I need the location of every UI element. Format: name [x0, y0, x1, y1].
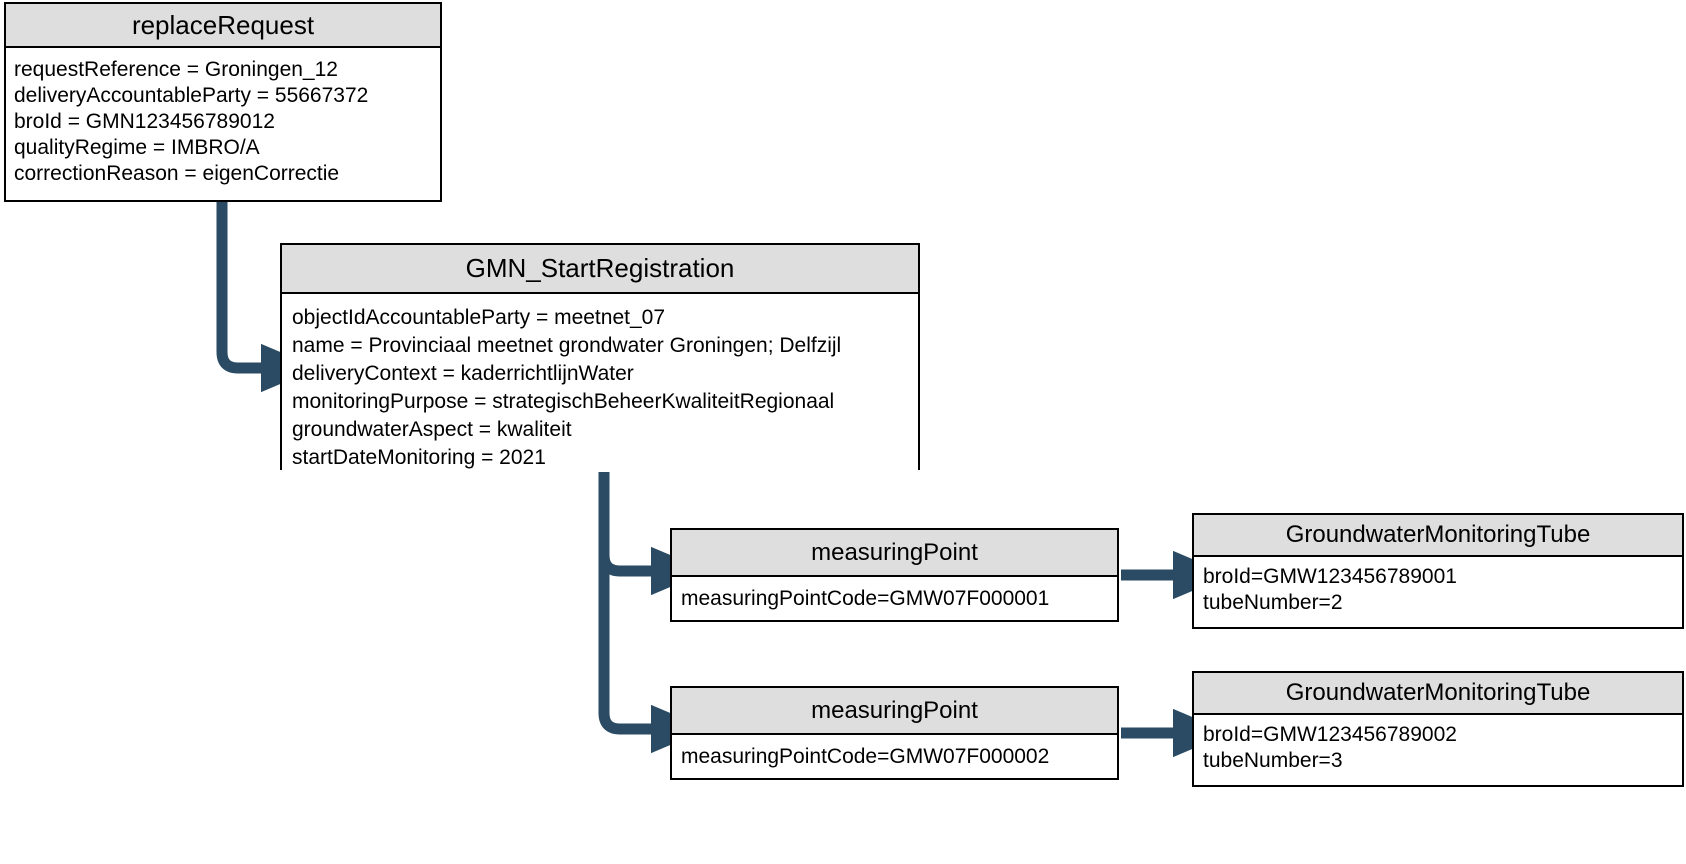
attribute-groundwater-aspect: groundwaterAspect = kwaliteit [292, 418, 572, 441]
attribute-delivery-context: deliveryContext = kaderrichtlijnWater [292, 362, 634, 385]
object-box-groundwater-monitoring-tube-1[interactable]: GroundwaterMonitoringTube broId=GMW12345… [1192, 513, 1684, 629]
attribute-monitoring-purpose: monitoringPurpose = strategischBeheerKwa… [292, 390, 835, 413]
attribute-start-date-monitoring: startDateMonitoring = 2021 [292, 446, 546, 469]
object-body-groundwater-monitoring-tube-1: broId=GMW123456789001 tubeNumber=2 [1194, 557, 1682, 616]
object-body-measuring-point-1: measuringPointCode=GMW07F000001 [672, 577, 1117, 613]
attribute-tube-1-tube-number: tubeNumber=2 [1203, 591, 1343, 614]
attribute-object-id-accountable-party: objectIdAccountableParty = meetnet_07 [292, 306, 665, 329]
attribute-delivery-accountable-party: deliveryAccountableParty = 55667372 [14, 84, 369, 107]
attribute-bro-id: broId = GMN123456789012 [14, 110, 275, 133]
object-box-groundwater-monitoring-tube-2[interactable]: GroundwaterMonitoringTube broId=GMW12345… [1192, 671, 1684, 787]
object-header-gmn-start-registration: GMN_StartRegistration [282, 245, 918, 294]
object-box-gmn-start-registration[interactable]: GMN_StartRegistration objectIdAccountabl… [280, 243, 920, 472]
object-header-groundwater-monitoring-tube-2: GroundwaterMonitoringTube [1194, 673, 1682, 715]
attribute-correction-reason: correctionReason = eigenCorrectie [14, 162, 340, 185]
object-box-replace-request[interactable]: replaceRequest requestReference = Gronin… [4, 2, 442, 202]
connector-replace-request-to-gmn [216, 202, 319, 393]
attribute-measuring-point-code-2: measuringPointCode=GMW07F000002 [681, 745, 1050, 768]
attribute-tube-1-bro-id: broId=GMW123456789001 [1203, 565, 1457, 588]
object-header-groundwater-monitoring-tube-1: GroundwaterMonitoringTube [1194, 515, 1682, 557]
object-body-replace-request: requestReference = Groningen_12 delivery… [6, 48, 440, 187]
object-body-groundwater-monitoring-tube-2: broId=GMW123456789002 tubeNumber=3 [1194, 715, 1682, 774]
object-body-gmn-start-registration: objectIdAccountableParty = meetnet_07 na… [282, 294, 918, 472]
object-box-measuring-point-2[interactable]: measuringPoint measuringPointCode=GMW07F… [670, 686, 1119, 780]
attribute-measuring-point-code-1: measuringPointCode=GMW07F000001 [681, 587, 1050, 610]
object-body-measuring-point-2: measuringPointCode=GMW07F000002 [672, 735, 1117, 771]
attribute-name: name = Provinciaal meetnet grondwater Gr… [292, 334, 842, 357]
object-header-measuring-point-2: measuringPoint [672, 688, 1117, 735]
attribute-quality-regime: qualityRegime = IMBRO/A [14, 136, 260, 159]
connector-gmn-to-measuring-point-2 [598, 470, 709, 754]
attribute-tube-2-bro-id: broId=GMW123456789002 [1203, 723, 1457, 746]
object-header-measuring-point-1: measuringPoint [672, 530, 1117, 577]
attribute-request-reference: requestReference = Groningen_12 [14, 58, 338, 81]
connector-gmn-to-measuring-point-1 [598, 470, 709, 596]
attribute-tube-2-tube-number: tubeNumber=3 [1203, 749, 1343, 772]
object-box-measuring-point-1[interactable]: measuringPoint measuringPointCode=GMW07F… [670, 528, 1119, 622]
object-header-replace-request: replaceRequest [6, 4, 440, 48]
